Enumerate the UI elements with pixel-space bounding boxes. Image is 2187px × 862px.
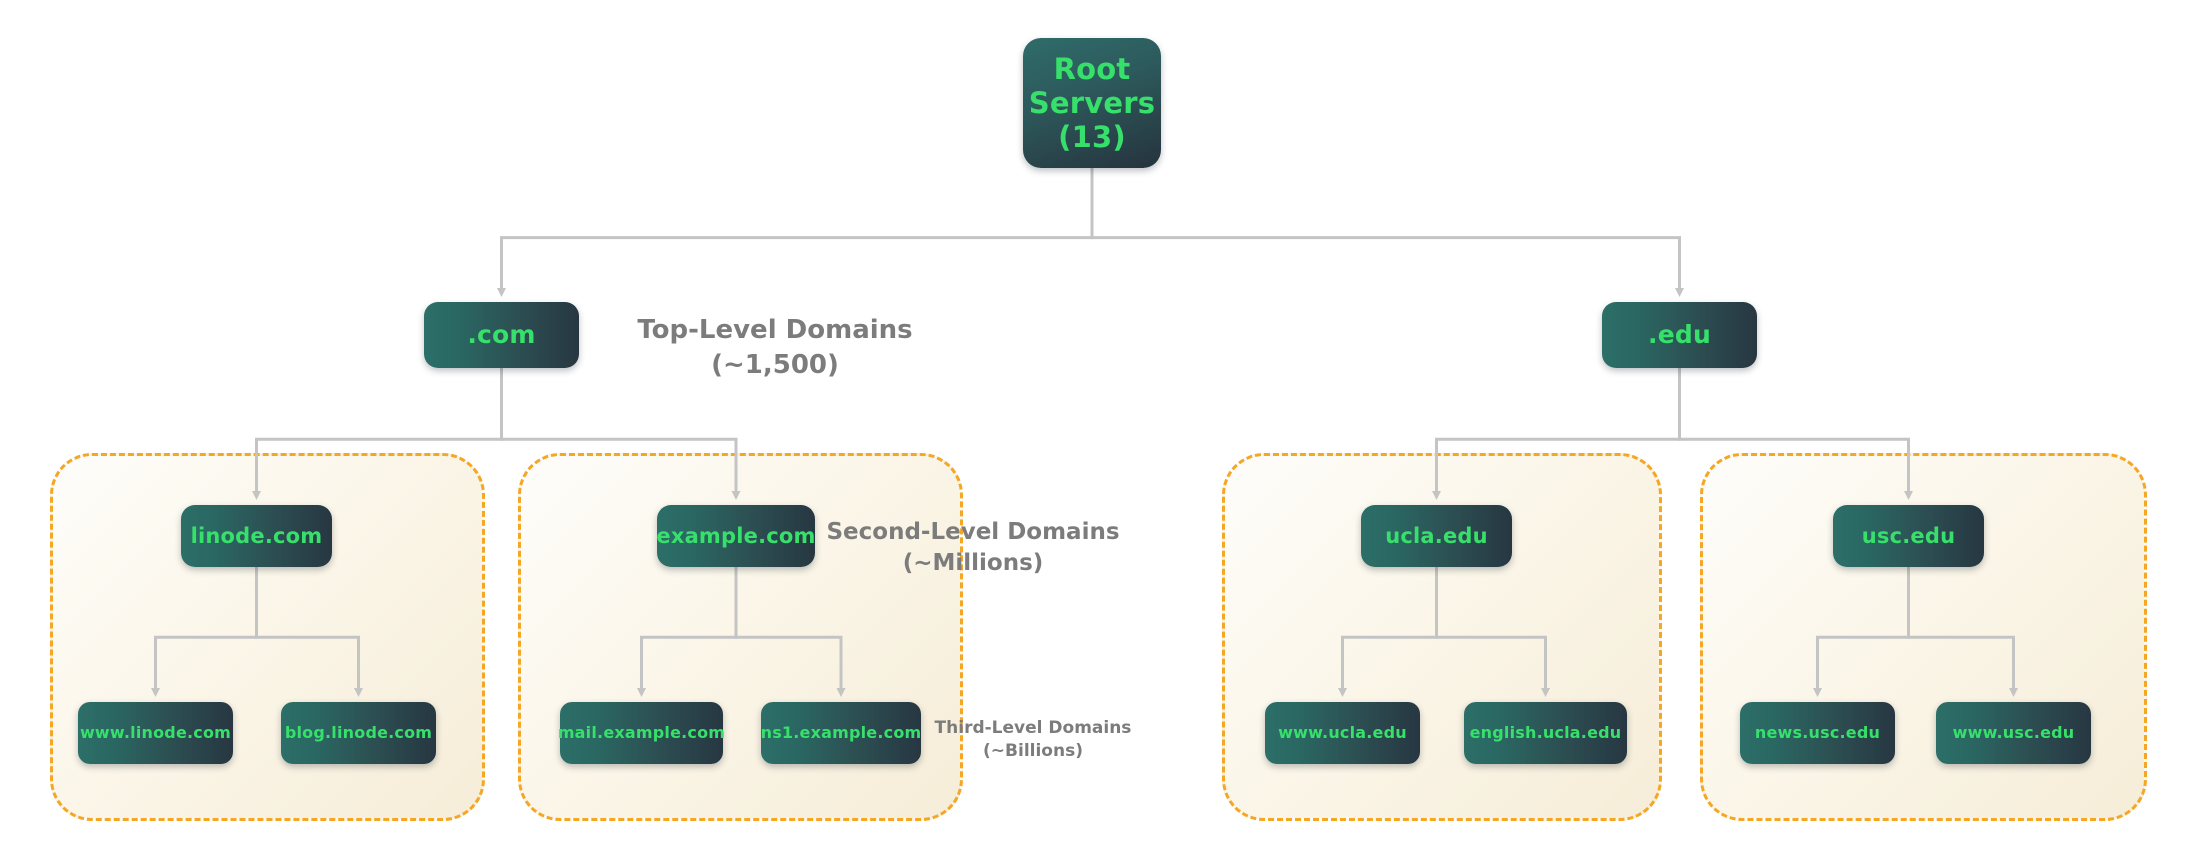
tld-label: Top-Level Domains (~1,500) bbox=[637, 315, 913, 381]
third-www-usc[interactable]: www.usc.edu bbox=[1936, 702, 2091, 764]
sld-linode[interactable]: linode.com bbox=[181, 505, 332, 567]
third-news-usc[interactable]: news.usc.edu bbox=[1740, 702, 1895, 764]
third-label: Third-Level Domains (~Billions) bbox=[934, 718, 1132, 761]
third-ns1-example[interactable]: ns1.example.com bbox=[761, 702, 921, 764]
tld-edu[interactable]: .edu bbox=[1602, 302, 1757, 368]
tld-com[interactable]: .com bbox=[424, 302, 579, 368]
third-mail-example[interactable]: mail.example.com bbox=[558, 702, 725, 764]
third-www-linode[interactable]: www.linode.com bbox=[78, 702, 233, 764]
third-english-ucla[interactable]: english.ucla.edu bbox=[1464, 702, 1627, 764]
sld-label: Second-Level Domains (~Millions) bbox=[826, 519, 1120, 577]
sld-example[interactable]: example.com bbox=[656, 505, 815, 567]
third-www-ucla[interactable]: www.ucla.edu bbox=[1265, 702, 1420, 764]
edge-root-com bbox=[497, 168, 1094, 297]
third-blog-linode[interactable]: blog.linode.com bbox=[281, 702, 436, 764]
sld-usc[interactable]: usc.edu bbox=[1833, 505, 1984, 567]
root-servers[interactable]: Root Servers (13) bbox=[1023, 38, 1161, 168]
sld-ucla[interactable]: ucla.edu bbox=[1361, 505, 1512, 567]
edge-root-edu bbox=[1090, 168, 1684, 297]
